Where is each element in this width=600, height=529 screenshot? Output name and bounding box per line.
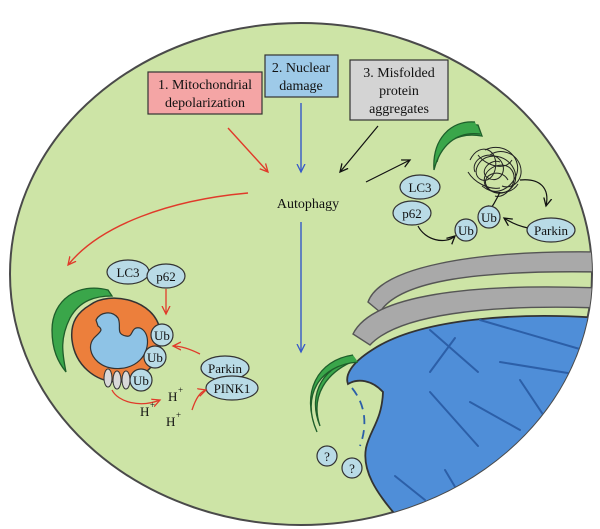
membrane-channel-2 — [112, 370, 122, 390]
mitophagy-lc3-label: LC3 — [116, 265, 139, 280]
arrow-aggregate-to-parkin — [519, 179, 547, 206]
trigger-mito-box — [147, 71, 263, 115]
aggrephagy-ub-2-label: Ub — [481, 210, 497, 225]
membrane-channel-1 — [103, 368, 113, 388]
aggrephagy-ub-1-label: Ub — [458, 223, 474, 238]
er-cisterna-1 — [367, 251, 592, 314]
trigger-misfolded-line2: protein — [379, 84, 419, 99]
trigger-misfolded-box — [349, 59, 449, 121]
arrow-parkin-to-ub — [504, 218, 529, 229]
aggrephagy-lc3-label: LC3 — [408, 180, 431, 195]
proton-label-2: H — [140, 404, 149, 419]
membrane-channel-3 — [121, 370, 131, 390]
proton-label-1: H — [168, 389, 177, 404]
aggrephagy-lc3 — [399, 174, 441, 200]
arrow-p62-to-ub — [417, 225, 455, 241]
mitophagy-ub-1 — [150, 323, 174, 347]
arrow-parkin-to-ub — [173, 346, 201, 355]
proton-plus-2: + — [150, 400, 155, 410]
aggrephagy-parkin — [526, 217, 576, 243]
aggrephagy-parkin-label: Parkin — [534, 223, 568, 238]
mitophagy-pink1-label: PINK1 — [214, 381, 251, 396]
arrow-autophagy-to-mitophagy — [68, 192, 249, 265]
arrow-misfolded-to-autophagy — [340, 125, 379, 172]
proton-label-3: H — [166, 414, 175, 429]
arrow-h-to-pink1 — [191, 390, 206, 411]
trigger-mito-line2: depolarization — [165, 96, 245, 111]
autophagy-label: Autophagy — [277, 197, 339, 212]
er-cisterna-2 — [352, 286, 592, 346]
unknown-receptor-1-label: ? — [324, 449, 330, 464]
trigger-nuclear-line2: damage — [279, 79, 323, 94]
aggrephagy-p62-label: p62 — [402, 206, 422, 221]
trigger-nuclear-box — [264, 54, 339, 98]
nucleus-region — [346, 251, 592, 521]
aggrephagy-p62 — [392, 200, 432, 226]
unknown-receptor-2 — [341, 457, 363, 479]
aggrephagy-ub-1 — [454, 218, 478, 242]
unknown-receptor-2-label: ? — [349, 461, 355, 476]
mitophagy-ub-3 — [129, 368, 153, 392]
mitophagy-ub-2 — [143, 345, 167, 369]
trigger-misfolded-line1: 3. Misfolded — [363, 66, 435, 81]
unknown-receptor-1 — [316, 445, 338, 467]
nucleus — [346, 315, 592, 521]
mitophagy-ub-3-label: Ub — [133, 373, 149, 388]
mitochondrion-inner — [89, 312, 149, 370]
mitophagy-parkin-label: Parkin — [208, 361, 242, 376]
mitophagy-phagophore — [51, 287, 114, 373]
proton-plus-3: + — [176, 410, 181, 420]
mitophagy-p62 — [146, 263, 186, 289]
proton-plus-1: + — [178, 385, 183, 395]
arrow-channel-to-h — [111, 389, 160, 404]
arrow-autophagy-to-aggrephagy — [365, 160, 410, 183]
aggrephagy-ub-2 — [477, 205, 501, 229]
trigger-misfolded-line3: aggregates — [369, 102, 429, 117]
mitophagy-ub-2-label: Ub — [147, 350, 163, 365]
arrow-mito-to-autophagy — [227, 127, 268, 172]
trigger-mito-line1: 1. Mitochondrial — [158, 78, 252, 93]
trigger-nuclear-line1: 2. Nuclear — [272, 61, 331, 76]
nuclear-bud-boundary — [351, 387, 366, 447]
mitophagy-ub-1-label: Ub — [154, 328, 170, 343]
mitophagy-p62-label: p62 — [156, 269, 176, 284]
protein-aggregate — [467, 146, 522, 197]
mitophagy-pink1 — [205, 375, 259, 401]
